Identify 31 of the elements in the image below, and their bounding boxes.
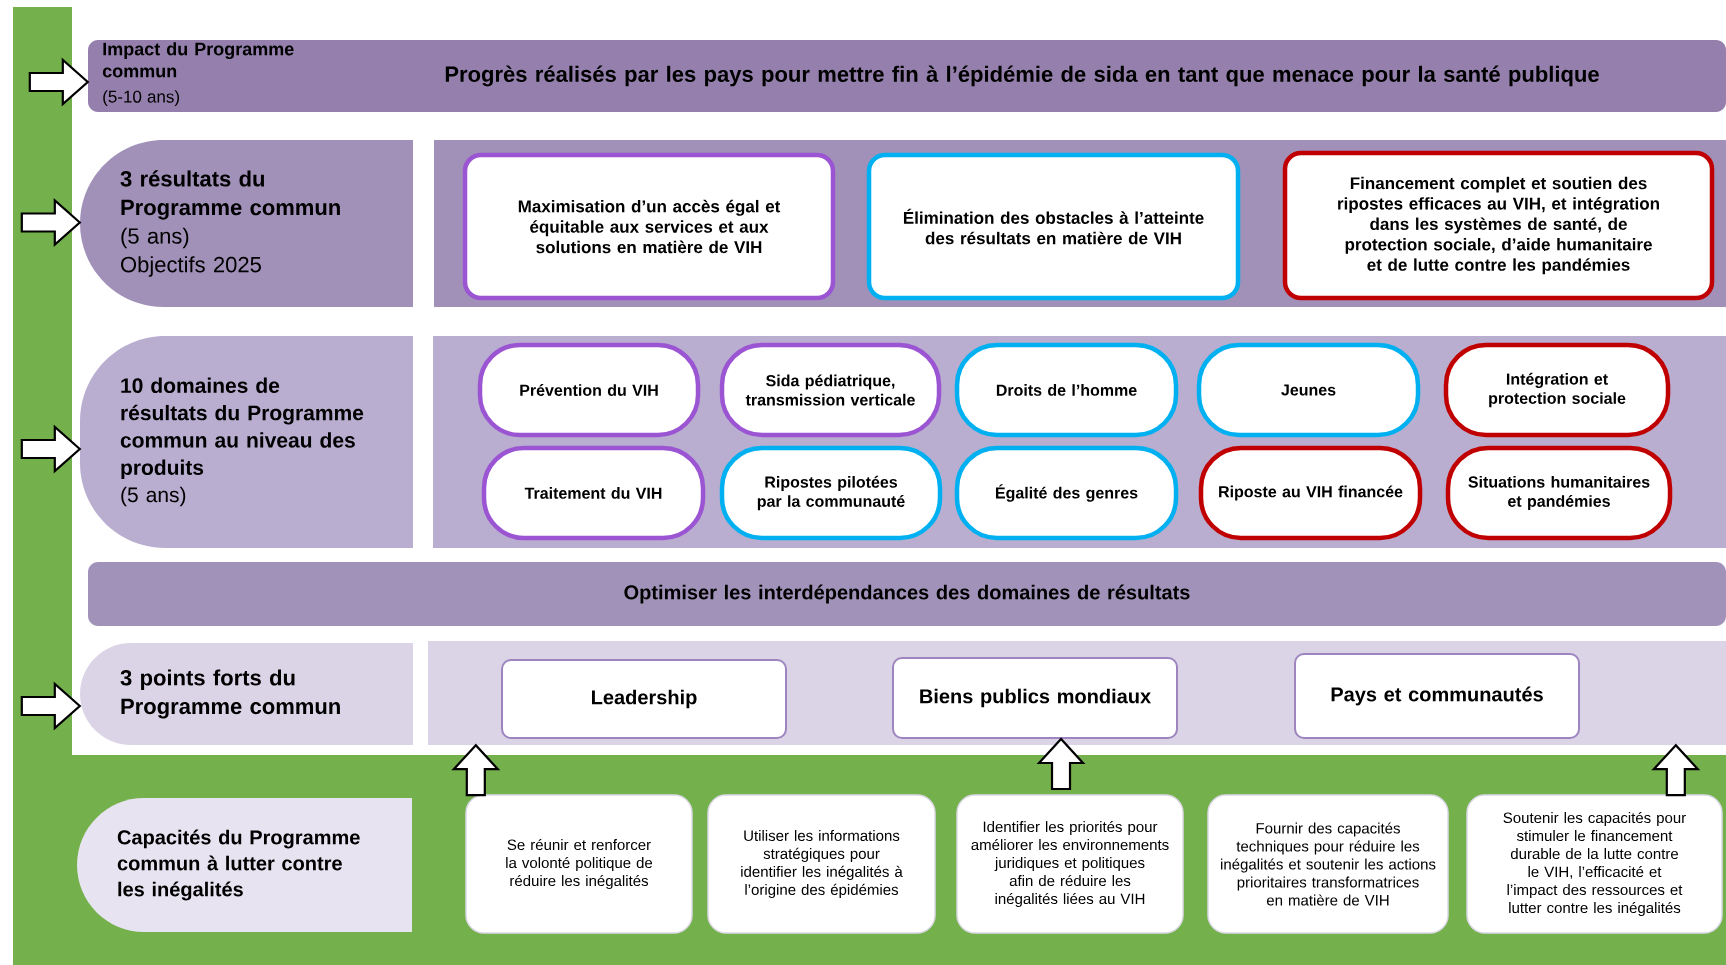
- capacity-box: Identifier les priorités pour améliorer les environnements juridiques et politiques afin de réduire les inégalités liées au VIH: [956, 794, 1184, 934]
- strength-box: Pays et communautés: [1294, 653, 1580, 739]
- capacity-box: Se réunir et renforcer la volonté politique de réduire les inégalités: [465, 794, 693, 934]
- domain-pill: Jeunes: [1196, 342, 1421, 438]
- banner: [88, 562, 1726, 626]
- domain-pill: Traitement du VIH: [481, 445, 706, 541]
- capacity-box: Soutenir les capacités pour stimuler le financement durable de la lutte contre le VIH, l’efficacité et l’impact des ressources et lutter contre les inégalités: [1466, 794, 1723, 934]
- capacity-box: Utiliser les informations stratégiques pour identifier les inégalités à l’origine des épidémies: [707, 794, 936, 934]
- domain-pill: Prévention du VIH: [477, 342, 701, 438]
- row-header: 3 points forts du Programme commun: [80, 643, 413, 745]
- duration-text: (5-10 ans): [103, 90, 179, 107]
- domain-pill: Situations humanitaires et pandémies: [1445, 445, 1673, 541]
- row-header: Capacités du Programme commun à lutter contre les inégalités: [77, 798, 412, 932]
- banner: [88, 40, 1726, 112]
- domain-pill: Égalité des genres: [954, 445, 1179, 541]
- result-box: Maximisation d’un accès égal et équitable aux services et aux solutions en matière de VIH: [462, 152, 836, 301]
- band-heading: Impact du Programme commun: [102, 42, 294, 78]
- domain-pill: Droits de l’homme: [954, 342, 1179, 438]
- domain-pill: Intégration et protection sociale: [1443, 342, 1671, 438]
- row-header: 3 résultats du Programme commun (5 ans) Objectifs 2025: [80, 140, 413, 307]
- domain-pill: Sida pédiatrique, transmission verticale: [719, 342, 942, 438]
- strength-box: Leadership: [501, 659, 787, 739]
- result-box: Élimination des obstacles à l’atteinte des résultats en matière de VIH: [866, 152, 1241, 301]
- result-box: Financement complet et soutien des ripostes efficaces au VIH, et intégration dans les systèmes de santé, de protection sociale, d’aide humanitaire et de lutte contre les pandémies: [1282, 150, 1715, 301]
- banner-text: Optimiser les interdépendances des domaines de résultats: [624, 584, 1190, 604]
- strength-box: Biens publics mondiaux: [892, 657, 1178, 739]
- domain-pill: Riposte au VIH financée: [1198, 445, 1423, 541]
- row-header: 10 domaines de résultats du Programme commun au niveau des produits (5 ans): [80, 336, 413, 548]
- capacity-box: Fournir des capacités techniques pour réduire les inégalités et soutenir les actions prioritaires transformatrices en matière de VIH: [1207, 794, 1449, 934]
- domain-pill: Ripostes pilotées par la communauté: [719, 445, 943, 541]
- banner-text: Progrès réalisés par les pays pour mettre fin à l’épidémie de sida en tant que menace pour la santé publique: [445, 65, 1599, 87]
